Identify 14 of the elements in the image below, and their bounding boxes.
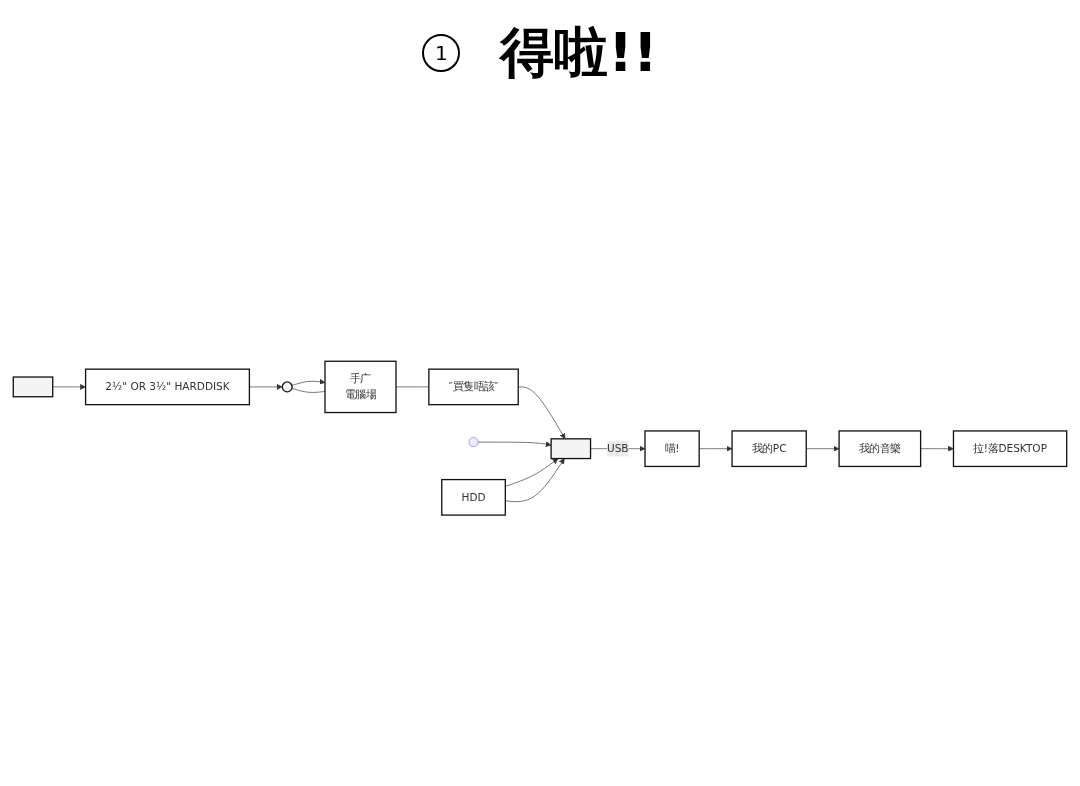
node-box: HDD	[441, 478, 506, 516]
node-person	[281, 381, 293, 393]
node-box: ″買隻唔該″	[428, 368, 519, 406]
node-box: 手广 電腦場	[324, 360, 397, 413]
exclamation-text: 得啦!!	[500, 19, 658, 86]
node-picture	[12, 376, 54, 398]
node-box: 我的音樂	[838, 430, 922, 467]
node-box: 我的PC	[731, 430, 807, 467]
edge-label: USB	[606, 441, 629, 455]
node-picture	[550, 438, 592, 460]
node-box: 拉!落DESKTOP	[952, 430, 1068, 467]
node-box: 2½" OR 3½" HARDDISK	[84, 368, 251, 406]
step-number: 1	[422, 34, 461, 72]
node-box: 喵!	[644, 430, 700, 467]
